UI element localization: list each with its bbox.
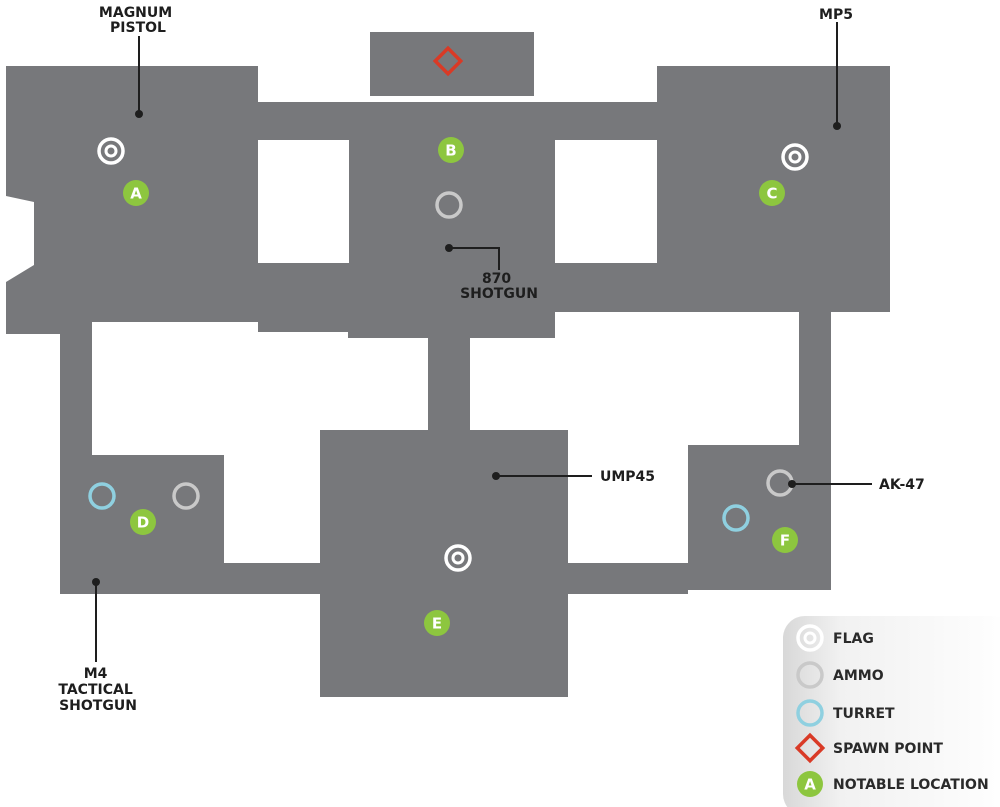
ump45-callout: UMP45 — [492, 469, 655, 485]
weapon-label-ak-47: AK-47 — [879, 477, 925, 493]
floor-plan — [6, 32, 890, 697]
location-letter-b: B — [445, 142, 456, 160]
lower-center-room — [320, 430, 688, 697]
legend-item-notable-location: A NOTABLE LOCATION — [797, 771, 989, 797]
legend-item-spawn-point: SPAWN POINT — [794, 732, 943, 764]
m4-tactical-shotgun-callout: M4 TACTICAL SHOTGUN — [58, 578, 137, 714]
weapon-label-m4-tactical-shotgun: M4 TACTICAL SHOTGUN — [58, 666, 137, 714]
lower-right-room — [688, 445, 831, 590]
weapon-label-870-shotgun: 870 SHOTGUN — [460, 271, 538, 302]
ammo-icon — [796, 661, 824, 689]
notable-location-c: C — [759, 180, 785, 206]
notable-location-d: D — [130, 509, 156, 535]
flag-icon — [796, 624, 824, 652]
flag-marker — [444, 544, 472, 572]
legend-item-turret: TURRET — [796, 699, 895, 727]
weapon-label-mp5: MP5 — [819, 7, 853, 23]
ammo-marker — [435, 191, 463, 219]
notable-location-a: A — [123, 180, 149, 206]
notable-location-f: F — [772, 527, 798, 553]
weapon-label-ump45: UMP45 — [600, 469, 655, 485]
notable-location-icon-letter: A — [804, 776, 816, 794]
legend-label-notable-location: NOTABLE LOCATION — [833, 777, 989, 793]
notable-location-icon — [797, 771, 823, 797]
weapon-callouts: MAGNUM PISTOL MP5 870 SHOTGUN UMP45 — [58, 5, 924, 714]
notable-location-b: B — [438, 137, 464, 163]
mp5-callout: MP5 — [819, 7, 853, 130]
location-letter-f: F — [780, 532, 790, 550]
spawn-point-icon — [794, 732, 826, 764]
legend-item-ammo: AMMO — [796, 661, 884, 689]
weapon-label-magnum-pistol: MAGNUM PISTOL — [99, 5, 177, 36]
legend-panel — [783, 616, 1000, 807]
magnum-pistol-callout: MAGNUM PISTOL — [99, 5, 177, 118]
notable-location-e: E — [424, 610, 450, 636]
legend-item-flag: FLAG — [796, 624, 874, 652]
location-letter-a: A — [130, 185, 142, 203]
legend-label-ammo: AMMO — [833, 668, 884, 684]
location-letter-d: D — [137, 514, 149, 532]
ammo-marker — [172, 482, 200, 510]
legend-label-turret: TURRET — [833, 706, 895, 722]
870-shotgun-callout: 870 SHOTGUN — [445, 244, 538, 302]
legend: FLAG AMMO TURRET SPAWN POINT A NOTABLE L… — [783, 616, 1000, 807]
turret-icon — [796, 699, 824, 727]
legend-label-flag: FLAG — [833, 631, 874, 647]
location-letter-e: E — [432, 615, 442, 633]
spawn-room — [370, 32, 534, 96]
legend-label-spawn-point: SPAWN POINT — [833, 741, 943, 757]
turret-marker — [88, 482, 116, 510]
upper-right-room — [657, 66, 890, 590]
spawn-point-marker — [432, 45, 464, 77]
turret-marker — [722, 504, 750, 532]
courtyard-left — [258, 140, 349, 263]
lower-left-room — [60, 455, 320, 594]
location-letter-c: C — [766, 185, 777, 203]
flag-marker — [97, 137, 125, 165]
courtyard-right — [555, 140, 657, 263]
flag-marker — [781, 143, 809, 171]
ak-47-callout: AK-47 — [788, 477, 925, 493]
